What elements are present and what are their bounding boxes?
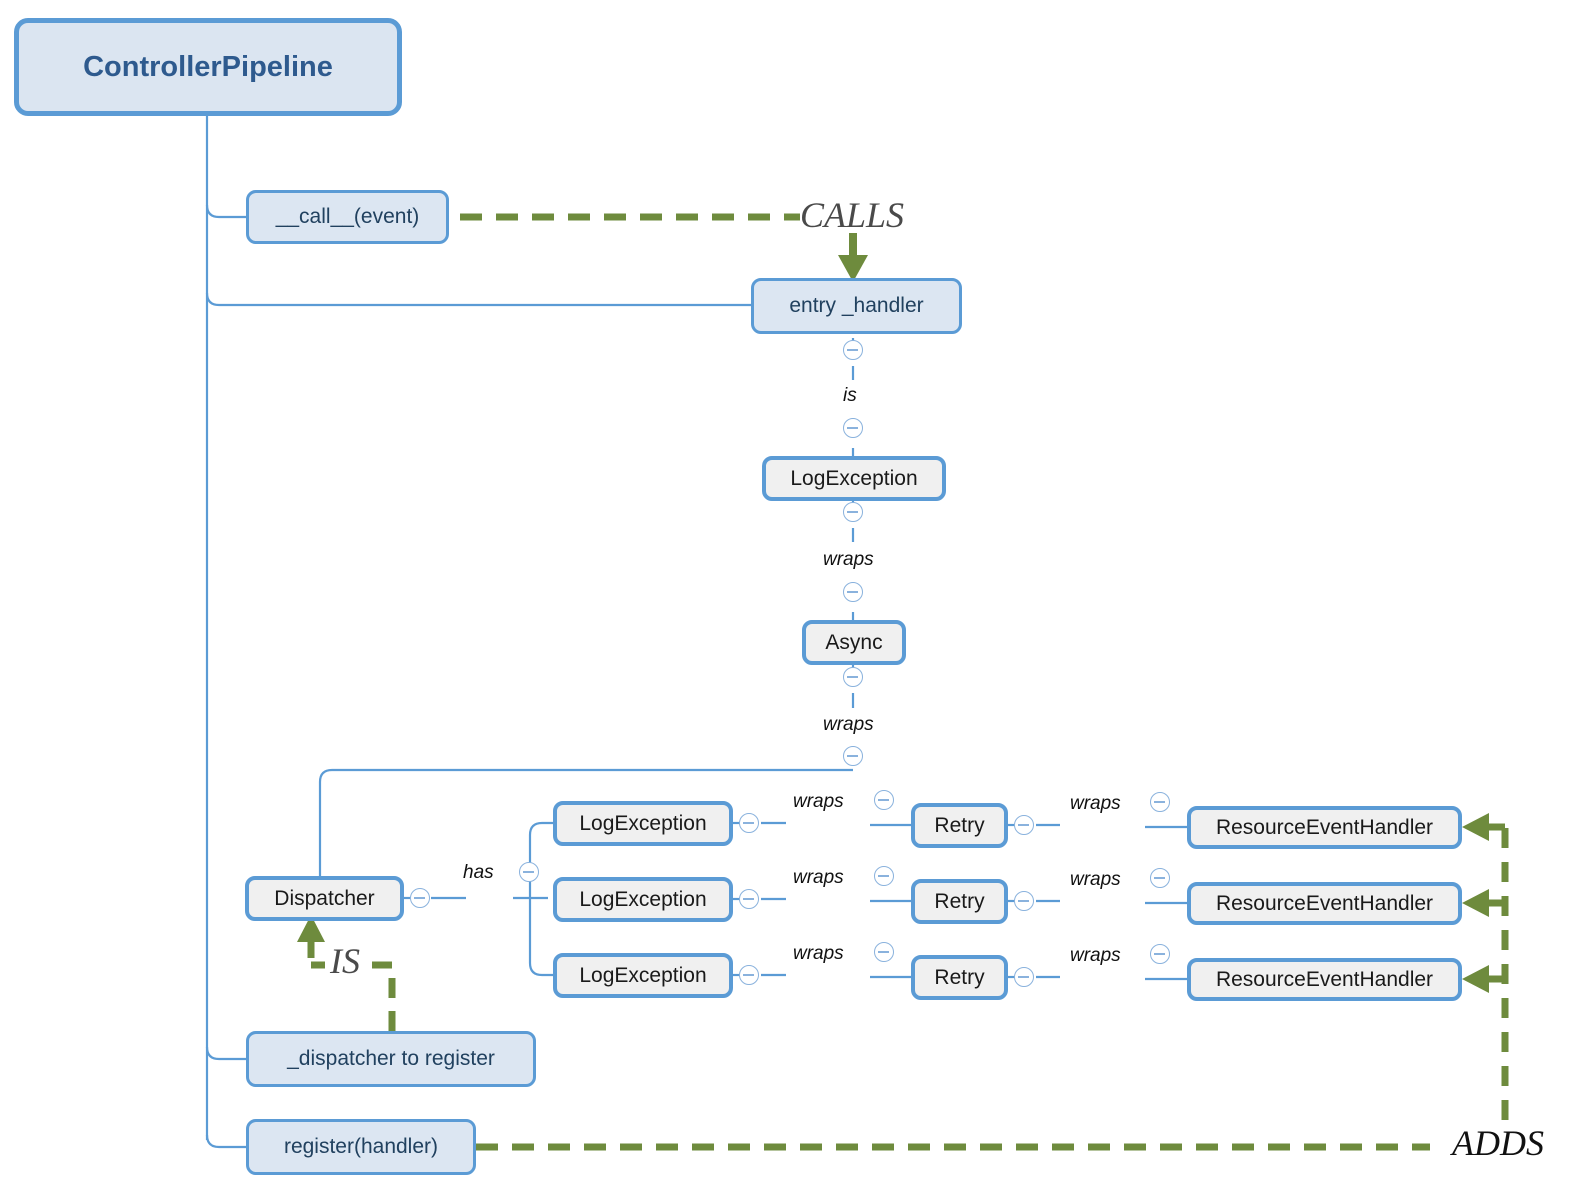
node-call-event[interactable]: __call__(event): [246, 190, 449, 244]
collapse-toggle-row3-log[interactable]: [739, 965, 759, 985]
node-label: ResourceEventHandler: [1215, 815, 1434, 839]
node-label: Retry: [934, 889, 985, 913]
relation-label-wraps-2: wraps: [823, 714, 874, 735]
collapse-toggle-row2-retry[interactable]: [1014, 891, 1034, 911]
node-label: ResourceEventHandler: [1215, 891, 1434, 915]
collapse-toggle-row3-wraps2[interactable]: [1150, 944, 1170, 964]
node-row3-retry[interactable]: Retry: [911, 955, 1008, 1000]
node-row1-log-exception[interactable]: LogException: [553, 801, 733, 846]
node-row1-retry[interactable]: Retry: [911, 803, 1008, 848]
relation-label-row2-wraps2: wraps: [1070, 869, 1121, 890]
collapse-toggle-wraps-1[interactable]: [843, 582, 863, 602]
annotation-adds: ADDS: [1452, 1123, 1544, 1163]
relation-label-row1-wraps1: wraps: [793, 791, 844, 812]
node-label: LogException: [790, 466, 918, 490]
node-dispatcher-to-register[interactable]: _dispatcher to register: [246, 1031, 536, 1087]
relation-label-row3-wraps2: wraps: [1070, 945, 1121, 966]
node-row2-retry[interactable]: Retry: [911, 879, 1008, 924]
node-row1-resource-event-handler[interactable]: ResourceEventHandler: [1187, 806, 1462, 849]
relation-label-row2-wraps1: wraps: [793, 867, 844, 888]
collapse-toggle-dispatcher[interactable]: [410, 888, 430, 908]
collapse-toggle-row1-wraps1[interactable]: [874, 790, 894, 810]
collapse-toggle-entry-handler[interactable]: [843, 340, 863, 360]
annotation-calls: CALLS: [800, 195, 905, 235]
relation-label-has: has: [463, 862, 494, 883]
node-label: __call__(event): [275, 205, 420, 228]
node-row2-log-exception[interactable]: LogException: [553, 877, 733, 922]
annotation-is: IS: [330, 941, 360, 981]
node-entry-handler[interactable]: entry _handler: [751, 278, 962, 334]
node-label: register(handler): [283, 1135, 439, 1158]
node-row2-resource-event-handler[interactable]: ResourceEventHandler: [1187, 882, 1462, 925]
node-register-handler[interactable]: register(handler): [246, 1119, 476, 1175]
collapse-toggle-row2-wraps2[interactable]: [1150, 868, 1170, 888]
node-label: LogException: [579, 811, 707, 835]
collapse-toggle-row3-retry[interactable]: [1014, 967, 1034, 987]
node-log-exception-chain[interactable]: LogException: [762, 456, 946, 501]
collapse-toggle-has[interactable]: [519, 862, 539, 882]
node-label: ControllerPipeline: [83, 50, 333, 83]
collapse-toggle-row1-log[interactable]: [739, 813, 759, 833]
node-label: ResourceEventHandler: [1215, 967, 1434, 991]
collapse-toggle-is[interactable]: [843, 418, 863, 438]
collapse-toggle-async-down[interactable]: [843, 667, 863, 687]
node-dispatcher[interactable]: Dispatcher: [245, 876, 404, 921]
node-label: _dispatcher to register: [287, 1047, 495, 1070]
collapse-toggle-row3-wraps1[interactable]: [874, 942, 894, 962]
node-label: Retry: [934, 813, 985, 837]
collapse-toggle-row1-retry[interactable]: [1014, 815, 1034, 835]
node-async[interactable]: Async: [802, 620, 906, 665]
collapse-toggle-row2-log[interactable]: [739, 889, 759, 909]
collapse-toggle-row2-wraps1[interactable]: [874, 866, 894, 886]
node-controller-pipeline[interactable]: ControllerPipeline: [14, 18, 402, 116]
relation-label-wraps-1: wraps: [823, 549, 874, 570]
node-label: entry _handler: [789, 294, 924, 317]
node-row3-log-exception[interactable]: LogException: [553, 953, 733, 998]
node-label: LogException: [579, 887, 707, 911]
node-label: Async: [825, 630, 883, 654]
node-label: Dispatcher: [274, 886, 375, 910]
collapse-toggle-logexception-down[interactable]: [843, 502, 863, 522]
relation-label-row1-wraps2: wraps: [1070, 793, 1121, 814]
collapse-toggle-row1-wraps2[interactable]: [1150, 792, 1170, 812]
relation-label-is: is: [843, 385, 857, 406]
collapse-toggle-wraps-2[interactable]: [843, 746, 863, 766]
node-row3-resource-event-handler[interactable]: ResourceEventHandler: [1187, 958, 1462, 1001]
relation-label-row3-wraps1: wraps: [793, 943, 844, 964]
node-label: LogException: [579, 963, 707, 987]
node-label: Retry: [934, 965, 985, 989]
